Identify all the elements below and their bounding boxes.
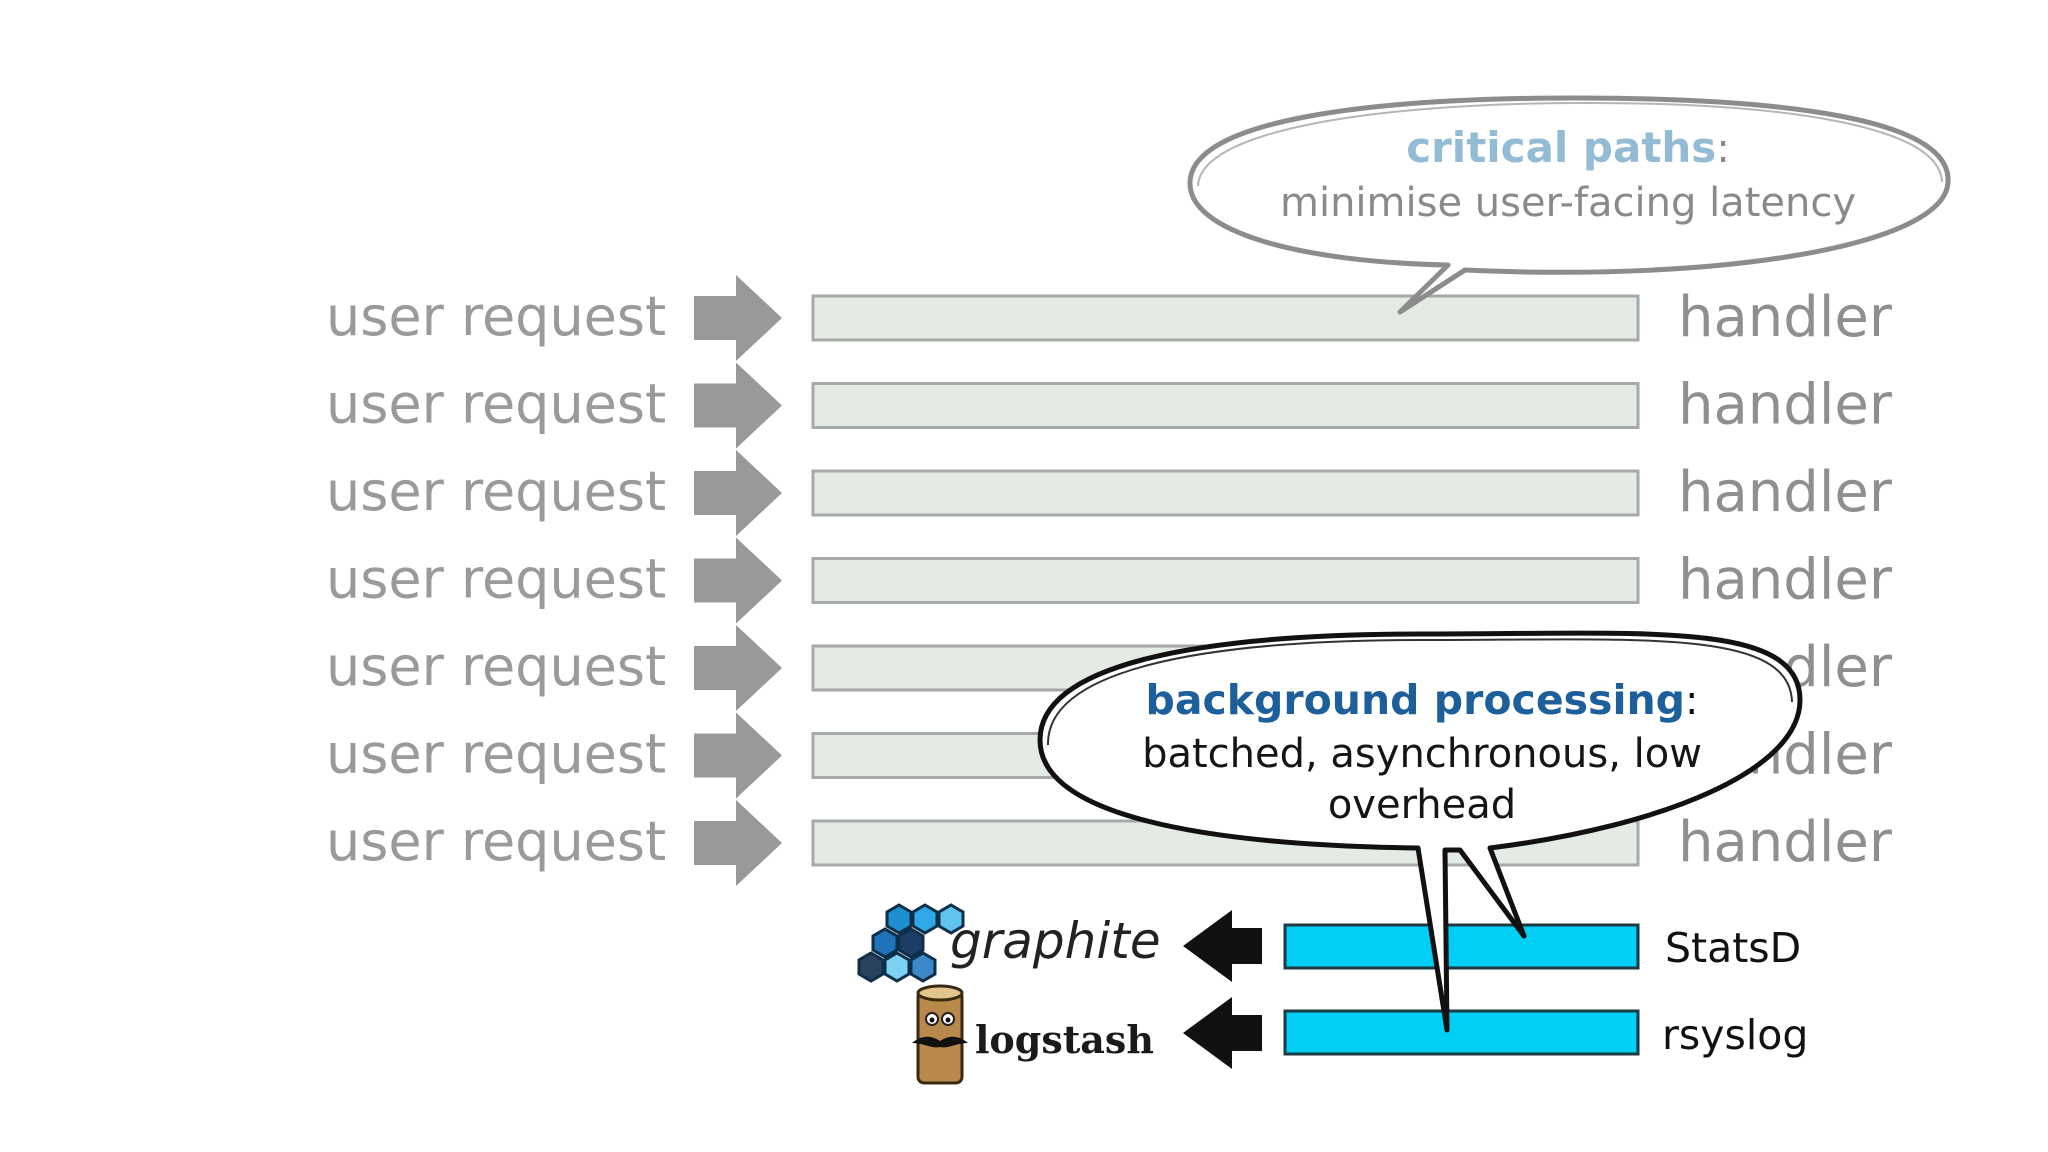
critical-bubble-text: minimise user-facing latency — [1280, 180, 1856, 226]
request-row: user request handler — [326, 275, 1893, 361]
handler-bar — [811, 557, 1640, 604]
request-row: user request handler — [326, 450, 1893, 536]
handler-label: handler — [1678, 285, 1893, 350]
user-request-label: user request — [326, 810, 666, 873]
background-bubble-colon: : — [1685, 678, 1698, 724]
handler-label: handler — [1678, 460, 1893, 525]
logstash-logo: logstash — [975, 1017, 1154, 1062]
background-processing-bubble: background processing: batched, asynchro… — [1037, 630, 1803, 1033]
request-arrow — [694, 450, 782, 536]
critical-paths-bubble: critical paths: minimise user-facing lat… — [1187, 95, 1951, 315]
critical-bubble-shape — [1187, 95, 1951, 315]
statsd-arrow — [1183, 910, 1262, 982]
log-mascot-icon — [912, 984, 968, 1085]
handler-bar — [811, 469, 1640, 517]
handler-bar — [811, 382, 1640, 429]
critical-bubble-title-line: critical paths: — [1406, 123, 1730, 172]
user-request-label: user request — [326, 285, 666, 348]
rsyslog-row: logstash rsyslog — [912, 984, 1808, 1085]
rsyslog-label: rsyslog — [1662, 1011, 1808, 1059]
background-bubble-line1: batched, asynchronous, low — [1142, 731, 1702, 777]
request-row: user request handler — [326, 537, 1893, 624]
handler-bar — [811, 294, 1640, 342]
handler-label: handler — [1678, 810, 1893, 875]
background-bubble-title: background processing — [1145, 676, 1685, 724]
statsd-label: StatsD — [1665, 924, 1801, 972]
user-request-label: user request — [326, 460, 666, 523]
request-arrow — [694, 625, 782, 711]
rsyslog-bar — [1283, 1009, 1640, 1056]
background-bubble-sketch-line — [1046, 638, 1793, 746]
user-request-label: user request — [326, 723, 666, 786]
background-bubble-line2: overhead — [1328, 782, 1516, 828]
rsyslog-arrow — [1183, 997, 1262, 1069]
graphite-logo: graphite — [950, 912, 1161, 970]
critical-bubble-title: critical paths — [1406, 123, 1716, 172]
statsd-row: graphite StatsD — [857, 903, 1801, 983]
user-request-label: user request — [326, 548, 666, 611]
request-arrow — [694, 712, 782, 799]
user-request-label: user request — [326, 635, 666, 698]
service-rows: graphite StatsD logstash rsyslog — [857, 903, 1808, 1085]
handler-label: handler — [1678, 548, 1893, 613]
request-arrow — [694, 362, 782, 449]
handler-label: handler — [1678, 373, 1893, 438]
statsd-bar — [1283, 923, 1640, 970]
request-arrow — [694, 800, 782, 886]
request-row: user request handler — [326, 362, 1893, 449]
background-bubble-shape — [1037, 630, 1803, 1033]
request-arrow — [694, 275, 782, 361]
hexagon-cluster-icon — [857, 903, 965, 983]
critical-bubble-sketch-line — [1197, 101, 1943, 187]
request-arrow — [694, 537, 782, 624]
critical-bubble-colon: : — [1716, 126, 1729, 172]
background-bubble-title-line: background processing: — [1145, 676, 1698, 724]
user-request-label: user request — [326, 373, 666, 436]
